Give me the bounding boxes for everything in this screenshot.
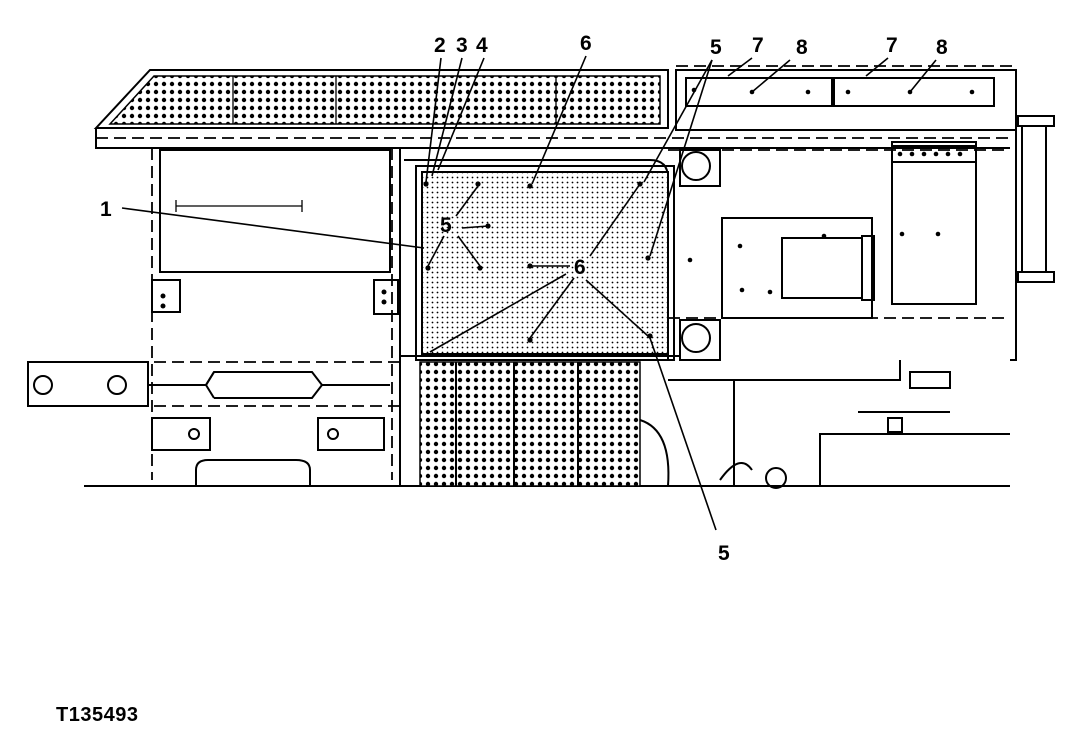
callout-5-top-right: 5 <box>710 36 722 59</box>
callout-2: 2 <box>434 34 446 57</box>
right-handrail <box>1017 115 1055 283</box>
radiator-core <box>399 148 680 487</box>
callouts: 1 2 3 4 6 5 7 8 7 8 5 6 5 <box>100 32 948 565</box>
callout-1: 1 <box>100 198 112 221</box>
callout-7-left: 7 <box>752 34 764 57</box>
callout-7-right: 7 <box>886 34 898 57</box>
engine-compartment <box>668 141 1010 489</box>
top-right-covers <box>675 65 1017 361</box>
callout-6-center: 6 <box>574 256 586 279</box>
figure-id: T135493 <box>56 704 139 726</box>
callout-3: 3 <box>456 34 468 57</box>
top-perforated-hood <box>93 69 1010 149</box>
callout-4: 4 <box>476 34 488 57</box>
callout-6-top: 6 <box>580 32 592 55</box>
leader-lines <box>121 55 937 531</box>
callout-8-right: 8 <box>936 36 948 59</box>
callout-8-left: 8 <box>796 36 808 59</box>
callout-5-center: 5 <box>440 214 452 237</box>
callout-5-bottom: 5 <box>718 542 730 565</box>
